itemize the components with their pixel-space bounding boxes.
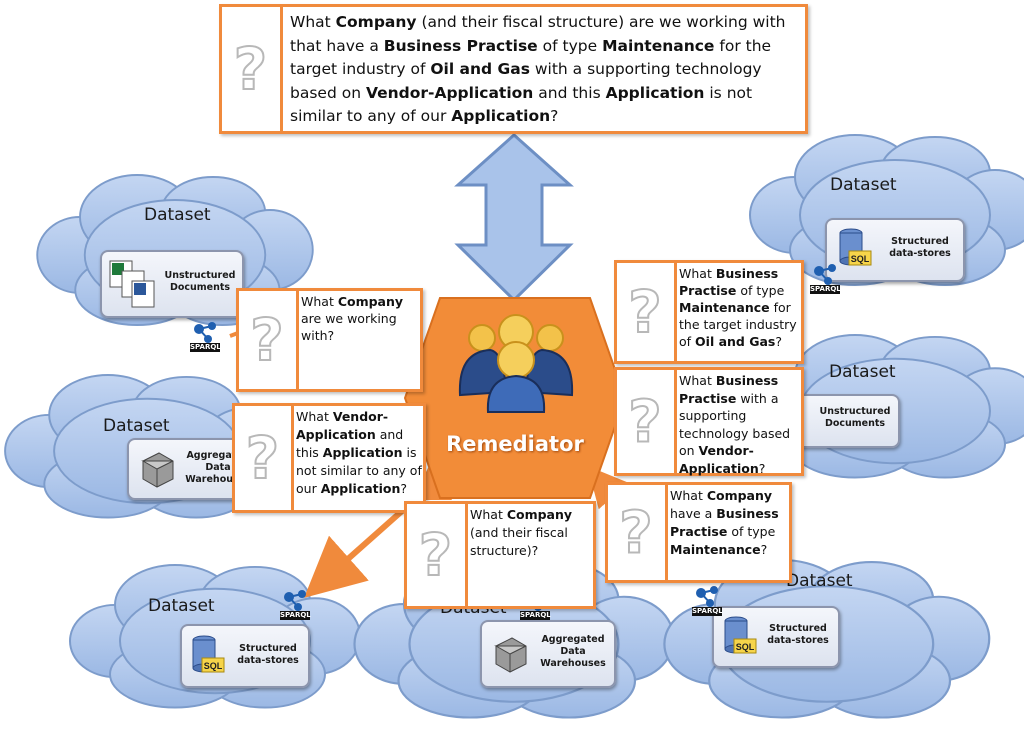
structured-datastores-store: SQL Structured data-stores (712, 606, 840, 668)
main-question-box: ? What Company (and their fiscal structu… (219, 4, 808, 134)
data-cube-icon (141, 452, 174, 488)
question-mark-icon: ? (407, 504, 468, 606)
sql-database-icon: SQL (192, 635, 225, 673)
sub-question-box: ? What Business Practise of type Mainten… (614, 260, 804, 364)
dataset-label: Dataset (829, 362, 896, 382)
store-label: Structured data-stores (237, 643, 299, 666)
store-label: Aggregated Data Warehouses (540, 634, 606, 669)
question-mark-icon: ? (222, 7, 283, 131)
question-mark-icon: ? (617, 263, 677, 361)
sub-question-text: What Company have a Business Practise of… (670, 488, 779, 557)
svg-text:?: ? (246, 424, 280, 492)
question-mark-icon: ? (617, 370, 677, 473)
store-label: Unstructured Documents (164, 270, 236, 293)
main-question-text: What Company (and their fiscal structure… (290, 13, 786, 125)
svg-text:?: ? (628, 388, 662, 456)
dataset-label: Dataset (148, 596, 215, 616)
sql-database-icon: SQL (839, 228, 872, 266)
sql-text: SQL (851, 254, 870, 264)
svg-text:?: ? (619, 499, 653, 567)
sub-question-text: What Company are we working with? (301, 294, 404, 343)
sparql-icon: SPARQL (280, 588, 311, 620)
store-label: Aggregated Data Warehouses (185, 450, 251, 485)
svg-text:?: ? (234, 35, 268, 103)
sql-database-icon: SQL (724, 616, 757, 654)
store-label: Unstructured Documents (819, 406, 891, 429)
sub-question-box: ? What Vendor-Application and this Appli… (232, 403, 426, 513)
unstructured-documents-store: Unstructured Documents (100, 250, 244, 318)
sub-question-text: What Business Practise of type Maintenan… (679, 266, 797, 349)
store-label: Structured data-stores (889, 236, 951, 259)
document-icons (109, 260, 155, 308)
sparql-label: SPARQL (520, 611, 551, 620)
sub-question-text: What Vendor-Application and this Applica… (296, 409, 422, 496)
dataset-label: Dataset (830, 175, 897, 195)
dataset-label: Dataset (103, 416, 170, 436)
sparql-label: SPARQL (692, 607, 723, 616)
remediator-label: Remediator (446, 432, 584, 456)
sub-question-box: ? What Company have a Business Practise … (605, 482, 792, 583)
dataset-label: Dataset (144, 205, 211, 225)
sparql-icon: SPARQL (810, 262, 841, 294)
sub-question-box: ? What Company are we working with? (236, 288, 423, 392)
sparql-icon: SPARQL (692, 584, 723, 616)
sparql-label: SPARQL (280, 611, 311, 620)
data-cube-icon (494, 637, 527, 673)
store-label: Structured data-stores (767, 623, 829, 646)
sql-text: SQL (204, 661, 223, 671)
sparql-label: SPARQL (190, 343, 221, 352)
sparql-label: SPARQL (810, 285, 841, 294)
sub-question-box: ? What Company (and their fiscal structu… (404, 501, 596, 609)
question-mark-icon: ? (239, 291, 299, 389)
svg-text:?: ? (419, 521, 453, 589)
arrow-up-right (587, 465, 629, 510)
sub-question-box: ? What Business Practise with a supporti… (614, 367, 804, 476)
sql-text: SQL (736, 642, 755, 652)
question-mark-icon: ? (235, 406, 294, 510)
aggregated-warehouses-store: Aggregated Data Warehouses (480, 620, 616, 688)
dataset-label: Dataset (786, 571, 853, 591)
svg-text:?: ? (250, 306, 284, 374)
structured-datastores-store: SQL Structured data-stores (825, 218, 965, 282)
sub-question-text: What Business Practise with a supporting… (679, 373, 791, 476)
sub-question-text: What Company (and their fiscal structure… (470, 507, 573, 558)
sparql-icon: SPARQL (190, 320, 221, 352)
unstructured-documents-store: Unstructured Documents (796, 394, 900, 448)
users-icon (458, 314, 574, 413)
structured-datastores-store: SQL Structured data-stores (180, 624, 310, 688)
question-mark-icon: ? (608, 485, 668, 580)
svg-text:?: ? (628, 278, 662, 346)
